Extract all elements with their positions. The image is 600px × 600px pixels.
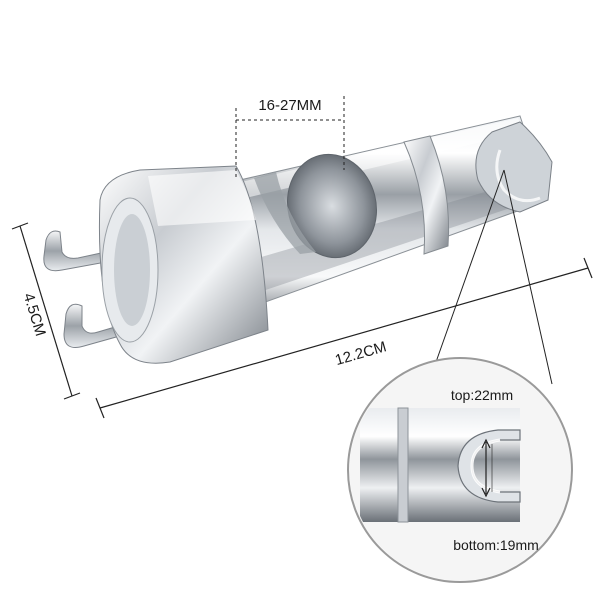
dimension-slot: 16-27MM (235, 96, 345, 178)
slot-range-label: 16-27MM (258, 97, 321, 114)
bottom-measurement-label: bottom:19mm (453, 537, 539, 553)
height-label: 4.5CM (20, 291, 49, 338)
length-label: 12.2CM (333, 338, 388, 369)
top-measurement-label: top:22mm (451, 387, 513, 403)
detail-callout: top:22mm bottom:19mm (347, 169, 573, 583)
shower-bracket (43, 115, 553, 364)
middle-ring (403, 135, 450, 255)
detail-tube (360, 408, 520, 522)
right-end-opening (475, 121, 553, 213)
